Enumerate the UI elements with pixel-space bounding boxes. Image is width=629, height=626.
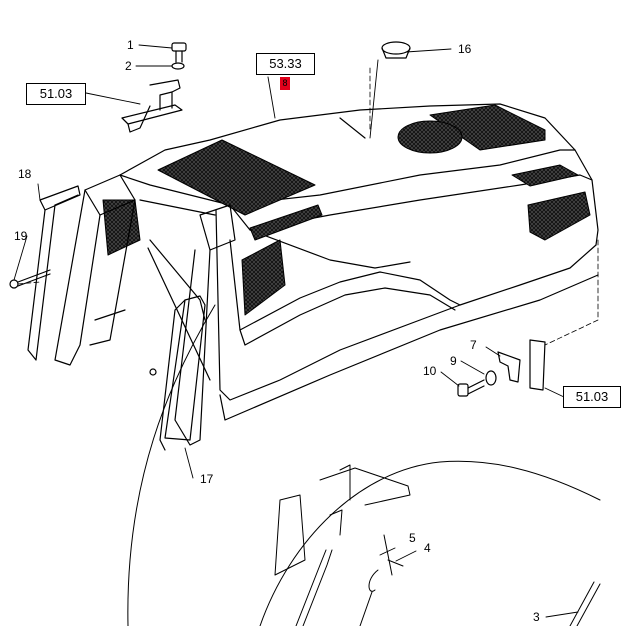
screw-10 xyxy=(457,379,485,397)
callout-16: 16 xyxy=(458,42,472,56)
callout-18: 18 xyxy=(18,167,32,181)
plug-16 xyxy=(381,41,411,59)
hood-panel xyxy=(119,103,599,421)
callout-19: 19 xyxy=(14,229,28,243)
clip-7 xyxy=(497,339,546,391)
mounting-bracket xyxy=(121,79,183,133)
callout-4: 4 xyxy=(424,541,431,555)
callout-5: 5 xyxy=(409,531,416,545)
reference-box-right: 51.03 xyxy=(563,386,621,408)
highlight-tag: 8 xyxy=(280,77,290,90)
washer-9 xyxy=(485,370,497,386)
alignment-lines xyxy=(17,67,599,346)
callout-1: 1 xyxy=(127,38,134,52)
callout-7: 7 xyxy=(470,338,477,352)
callout-10: 10 xyxy=(423,364,437,378)
callout-17: 17 xyxy=(200,472,214,486)
leader-lines xyxy=(13,44,579,618)
front-trim-strip xyxy=(159,295,206,451)
hood-grilles xyxy=(102,104,591,316)
callout-9: 9 xyxy=(450,354,457,368)
screw-1 xyxy=(171,42,187,63)
detail-inset xyxy=(127,304,601,626)
callout-2: 2 xyxy=(125,59,132,73)
washer-2 xyxy=(171,62,185,70)
bolt-17 xyxy=(149,368,157,376)
side-trim-strip xyxy=(27,185,81,361)
reference-box-left: 51.03 xyxy=(26,83,86,105)
reference-box-top: 53.33 xyxy=(256,53,315,75)
callout-3: 3 xyxy=(533,610,540,624)
cab-frame xyxy=(54,174,236,446)
